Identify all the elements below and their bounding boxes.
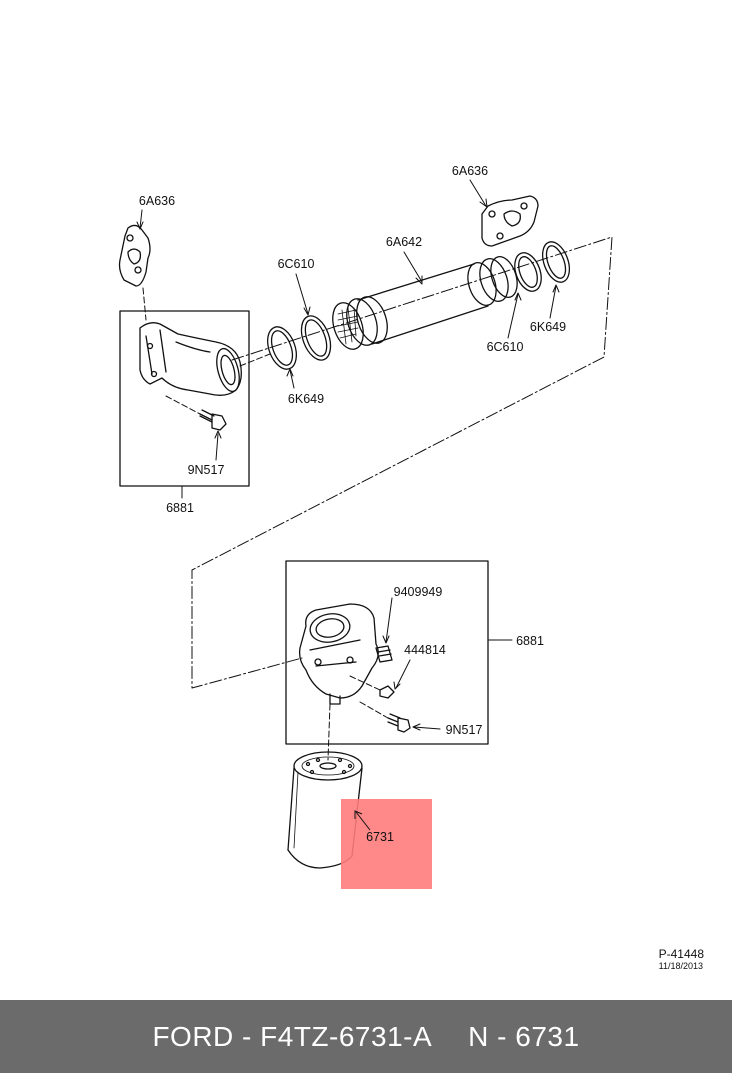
footer-bar: FORD - F4TZ-6731-A N - 6731 xyxy=(0,1000,732,1073)
label-6881-lower: 6881 xyxy=(516,634,544,648)
label-6K649-right: 6K649 xyxy=(530,320,566,334)
upper-assembly-box xyxy=(119,310,250,487)
upper-bolt xyxy=(199,409,227,431)
label-444814: 444814 xyxy=(404,643,446,657)
label-6A642: 6A642 xyxy=(386,235,422,249)
boundary-line xyxy=(191,236,613,689)
filter-highlight xyxy=(341,799,432,889)
left-gasket xyxy=(118,224,151,287)
label-6K649-left: 6K649 xyxy=(288,392,324,406)
reference-block: P-41448 11/18/2013 xyxy=(658,947,704,972)
plug xyxy=(375,645,393,663)
label-9409949: 9409949 xyxy=(394,585,443,599)
upper-elbow xyxy=(139,322,242,396)
label-6881-upper: 6881 xyxy=(166,501,194,515)
footer-catalog-number: N - 6731 xyxy=(468,1020,580,1052)
footer-part-number: FORD - F4TZ-6731-A xyxy=(152,1020,433,1052)
label-6A636-right: 6A636 xyxy=(452,164,488,178)
reference-number: P-41448 xyxy=(658,947,704,961)
lower-assembly-box xyxy=(285,560,489,745)
tube xyxy=(332,256,518,350)
label-6C610-right: 6C610 xyxy=(487,340,524,354)
right-gasket xyxy=(481,195,539,247)
label-6731: 6731 xyxy=(366,830,394,844)
lower-bolt xyxy=(387,713,411,733)
label-9N517-lower: 9N517 xyxy=(446,723,483,737)
small-bolt xyxy=(379,685,395,699)
left-seal xyxy=(267,326,297,370)
right-seal xyxy=(541,241,571,283)
label-6C610-left: 6C610 xyxy=(278,257,315,271)
lower-housing xyxy=(298,603,379,705)
label-9N517-upper: 9N517 xyxy=(188,463,225,477)
right-oring xyxy=(514,252,542,292)
reference-date: 11/18/2013 xyxy=(658,961,704,971)
label-6A636-left: 6A636 xyxy=(139,194,175,208)
parts-diagram: 6A636 6A636 6A642 6C610 6C610 6K649 6K64… xyxy=(118,164,613,889)
left-oring xyxy=(300,315,332,361)
